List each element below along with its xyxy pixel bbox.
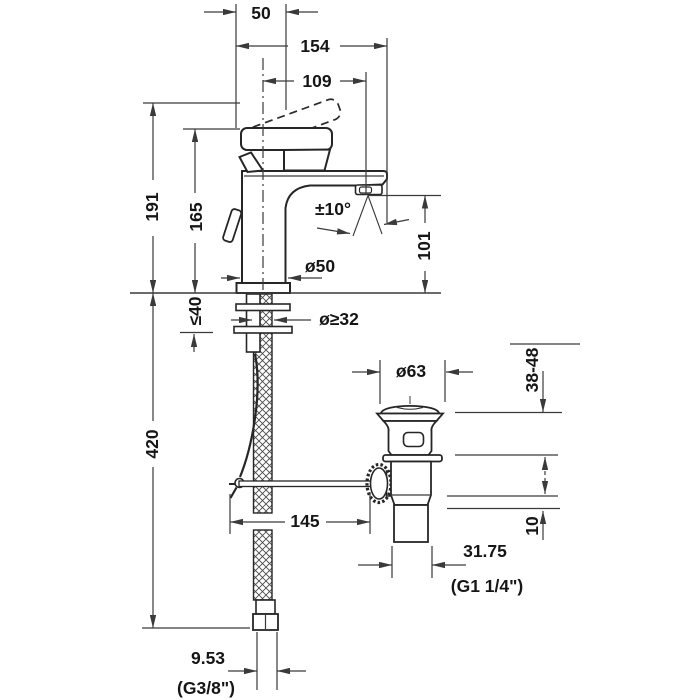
drain-pull-knob [222,208,243,243]
pull-rod-stub [229,486,238,499]
angle-line-right [367,195,383,235]
label-d50: ø50 [305,256,335,276]
braided-hose-lower [252,529,273,601]
label-953: 9.53 [191,648,225,668]
under-counter-assembly [229,293,372,631]
label-154: 154 [300,36,329,56]
handle-joint [283,148,332,172]
angle-arrow-right [383,218,410,226]
waste-lower-body [390,460,432,506]
label-g38: (G3/8") [177,678,235,698]
linkage-rod [238,480,372,488]
label-165: 165 [186,202,206,231]
label-191: 191 [142,192,162,221]
label-g114: (G1 1/4") [451,576,524,596]
label-109: 109 [302,71,331,91]
mounting-stud [245,293,261,353]
label-3848: 38-48 [522,347,542,392]
mounting-nut [233,325,293,334]
dimension-labels: 50 154 109 191 165 ±10° 101 ø50 ≤40 ø≥32… [142,3,542,698]
hose-collar [255,599,276,615]
waste-seal-washer [382,454,443,463]
waste-cap-detail [396,406,424,410]
dimension-lines [149,8,549,675]
extension-lines [130,4,580,690]
handle-lever [240,127,333,151]
waste-flange [375,412,445,422]
label-d32: ø≥32 [319,309,359,329]
label-101: 101 [414,231,434,260]
label-50: 50 [251,3,271,23]
waste-tailpipe [393,504,429,543]
knurled-knob [369,467,389,500]
pull-rod [238,353,259,478]
handle-front-tip [238,151,265,174]
label-145: 145 [290,511,319,531]
popup-waste-assembly [365,396,445,543]
label-420: 420 [142,429,162,458]
label-3175: 31.75 [463,541,507,561]
waste-overflow-slot [402,431,425,448]
mounting-washer [235,303,291,312]
label-10: 10 [522,516,542,536]
angle-arrow-left [316,227,351,235]
label-angle: ±10° [315,199,351,219]
angle-line-left [352,195,369,237]
label-d63: ø63 [396,361,426,381]
label-le40: ≤40 [185,296,205,325]
